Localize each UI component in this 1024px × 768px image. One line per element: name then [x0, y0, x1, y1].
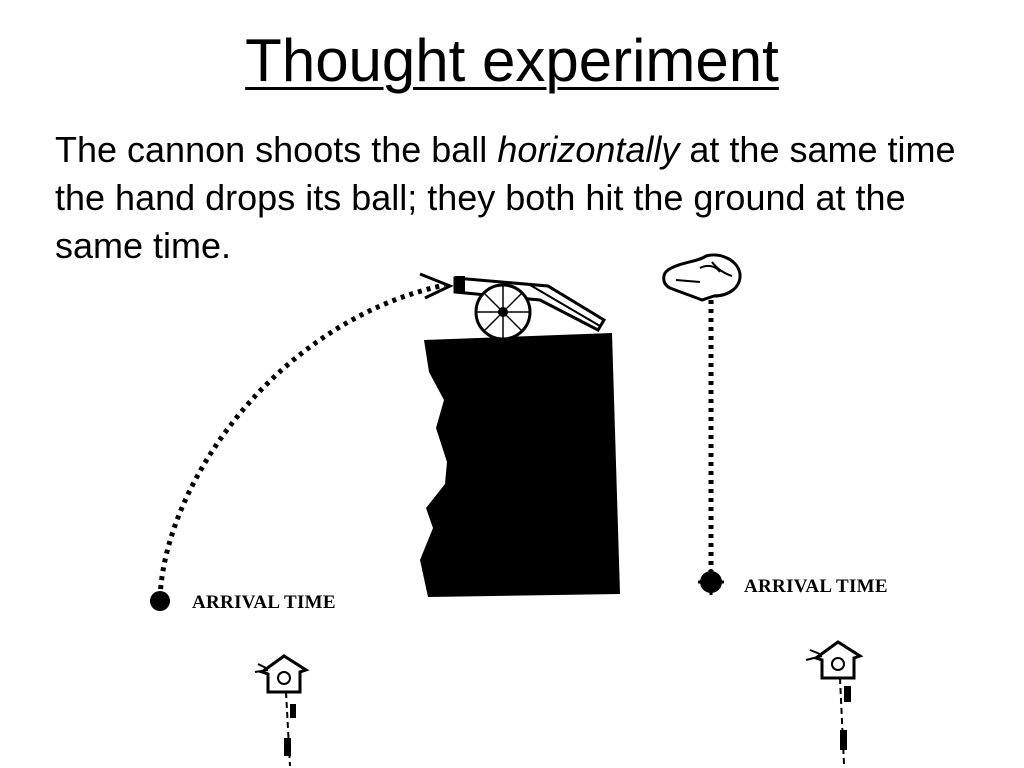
cuckoo-clock-icon	[805, 640, 864, 765]
slide-body-text: The cannon shoots the ball horizontally …	[55, 126, 975, 270]
cuckoo-clock-icon	[254, 654, 310, 767]
cannon-trajectory	[157, 282, 446, 599]
body-text-part1: The cannon shoots the ball	[55, 129, 498, 170]
body-text-emphasis: horizontally	[497, 129, 680, 170]
cannonball-icon	[150, 591, 170, 611]
cannon-icon	[453, 276, 607, 341]
body-text-part2: at the same time the hand drops its ball…	[55, 129, 956, 266]
dropped-ball-icon	[698, 569, 724, 595]
trajectory-arrow-icon	[419, 272, 454, 300]
slide-title: Thought experiment	[0, 26, 1024, 96]
arrival-time-label-left: ARRIVAL TIME	[192, 592, 336, 613]
arrival-time-label-right: ARRIVAL TIME	[744, 576, 888, 597]
cliff	[420, 333, 620, 597]
hand-icon	[662, 253, 742, 302]
slide-title-text: Thought experiment	[245, 27, 779, 94]
